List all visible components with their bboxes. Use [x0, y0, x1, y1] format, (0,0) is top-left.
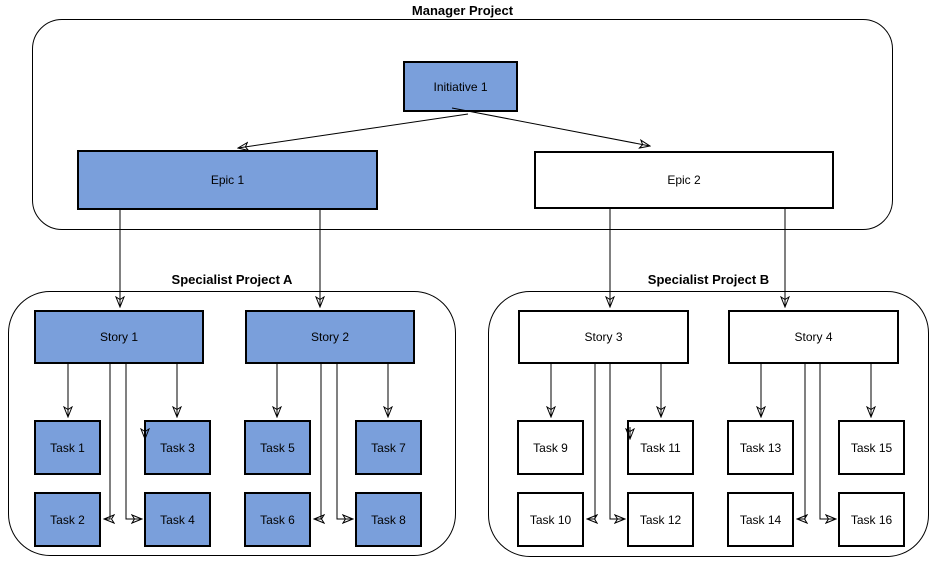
node-task-2-label: Task 2 — [50, 512, 85, 527]
specialist-project-a-container — [8, 291, 456, 556]
node-task-2: Task 2 — [34, 492, 101, 547]
node-story-3-label: Story 3 — [584, 330, 623, 344]
node-task-13: Task 13 — [727, 420, 794, 475]
node-story-1: Story 1 — [34, 310, 204, 364]
node-task-3-label: Task 3 — [160, 440, 195, 455]
node-task-8-label: Task 8 — [371, 512, 406, 527]
node-task-10-label: Task 10 — [529, 512, 572, 527]
node-task-15: Task 15 — [838, 420, 905, 475]
node-task-6: Task 6 — [244, 492, 311, 547]
node-task-15-label: Task 15 — [850, 440, 893, 455]
node-epic-1-label: Epic 1 — [210, 173, 245, 187]
node-task-5-label: Task 5 — [260, 440, 295, 455]
specialist-project-b-container — [488, 291, 929, 557]
node-story-2: Story 2 — [245, 310, 415, 364]
node-task-1: Task 1 — [34, 420, 101, 475]
specialist-project-a-title: Specialist Project A — [171, 272, 293, 287]
node-task-12-label: Task 12 — [639, 512, 682, 527]
node-task-6-label: Task 6 — [260, 512, 295, 527]
node-story-4: Story 4 — [728, 310, 899, 364]
node-epic-1: Epic 1 — [77, 150, 378, 210]
node-story-1-label: Story 1 — [99, 330, 138, 344]
node-story-4-label: Story 4 — [794, 330, 833, 344]
node-task-4-label: Task 4 — [160, 512, 195, 527]
specialist-project-b-title: Specialist Project B — [647, 272, 770, 287]
node-task-16: Task 16 — [838, 492, 905, 547]
node-task-9-label: Task 9 — [533, 440, 568, 455]
node-initiative-1-label: Initiative 1 — [433, 79, 488, 94]
node-task-9: Task 9 — [517, 420, 584, 475]
node-task-12: Task 12 — [627, 492, 694, 547]
node-task-4: Task 4 — [144, 492, 211, 547]
node-task-7-label: Task 7 — [371, 440, 406, 455]
node-task-1-label: Task 1 — [50, 440, 85, 455]
node-story-2-label: Story 2 — [310, 330, 349, 344]
node-story-3: Story 3 — [518, 310, 689, 364]
node-task-11-label: Task 11 — [640, 440, 681, 455]
node-task-7: Task 7 — [355, 420, 422, 475]
node-epic-2-label: Epic 2 — [667, 173, 701, 187]
node-task-8: Task 8 — [355, 492, 422, 547]
node-task-11: Task 11 — [627, 420, 694, 475]
node-task-13-label: Task 13 — [739, 440, 782, 455]
node-task-14: Task 14 — [727, 492, 794, 547]
node-task-14-label: Task 14 — [739, 512, 782, 527]
node-epic-2: Epic 2 — [534, 151, 834, 209]
node-task-10: Task 10 — [517, 492, 584, 547]
node-task-5: Task 5 — [244, 420, 311, 475]
node-initiative-1: Initiative 1 — [403, 61, 518, 112]
manager-project-container — [32, 19, 893, 230]
node-task-3: Task 3 — [144, 420, 211, 475]
manager-project-title: Manager Project — [411, 3, 514, 18]
node-task-16-label: Task 16 — [850, 512, 893, 527]
